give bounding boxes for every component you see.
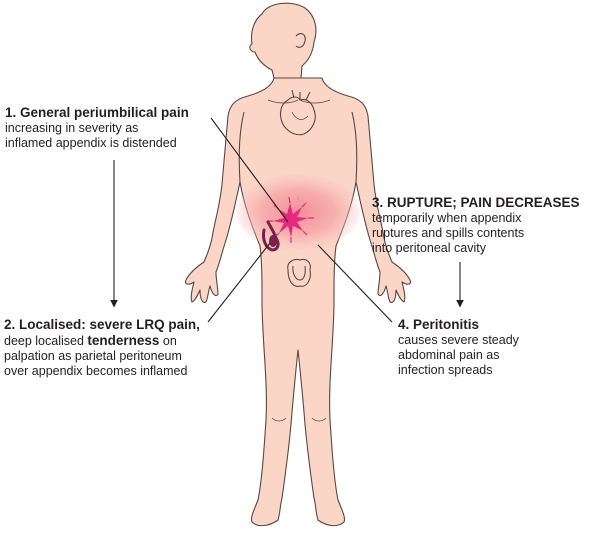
annotation-stage-4-line: causes severe steady [398,333,519,347]
annotation-stage-4-line: infection spreads [398,363,493,377]
annotation-stage-3-line: ruptures and spills contents [372,226,525,240]
annotation-stage-2: 2. Localised: severe LRQ pain, deep loca… [4,316,200,379]
ear [295,33,306,48]
annotation-stage-4-title: 4. Peritonitis [398,317,480,332]
appendix-icon [262,220,280,252]
head [249,2,317,79]
annotation-stage-2-text: deep localised [4,334,88,348]
annotation-stage-3-line: into peritoneal cavity [372,241,486,255]
annotation-stage-2-emphasis: tenderness [87,333,160,348]
groin-outline [287,258,311,287]
heart-outline-icon [279,89,316,136]
annotation-stage-2-line: palpation as parietal peritoneum [4,349,182,363]
annotation-stage-2-title: 2. Localised: severe LRQ pain, [4,317,200,332]
annotation-stage-1: 1. General periumbilical pain increasing… [5,104,189,151]
annotation-stage-2-line-1: deep localised tenderness on [4,333,200,349]
pain-star-icon [267,196,314,243]
annotation-stage-1-title: 1. General periumbilical pain [5,105,189,120]
annotation-stage-2-line: over appendix becomes inflamed [4,364,188,378]
annotation-stage-4: 4. Peritonitis causes severe steady abdo… [398,316,519,378]
annotation-stage-3-title: 3. RUPTURE; PAIN DECREASES [372,195,580,210]
annotation-stage-1-line: increasing in severity as [5,121,139,135]
leader-stage-4 [317,244,393,323]
annotation-stage-1-line: inflamed appendix is distended [5,136,177,150]
torso-and-arms [184,77,412,527]
leader-lines [110,117,464,323]
leader-stage-1 [210,117,289,223]
human-silhouette [184,2,412,527]
annotation-stage-4-line: abdominal pain as [398,348,500,362]
leader-stage-2 [207,242,271,323]
annotation-stage-3: 3. RUPTURE; PAIN DECREASES temporarily w… [372,194,580,256]
annotation-stage-2-text: on [159,334,177,348]
annotation-stage-3-line: temporarily when appendix [372,211,522,225]
